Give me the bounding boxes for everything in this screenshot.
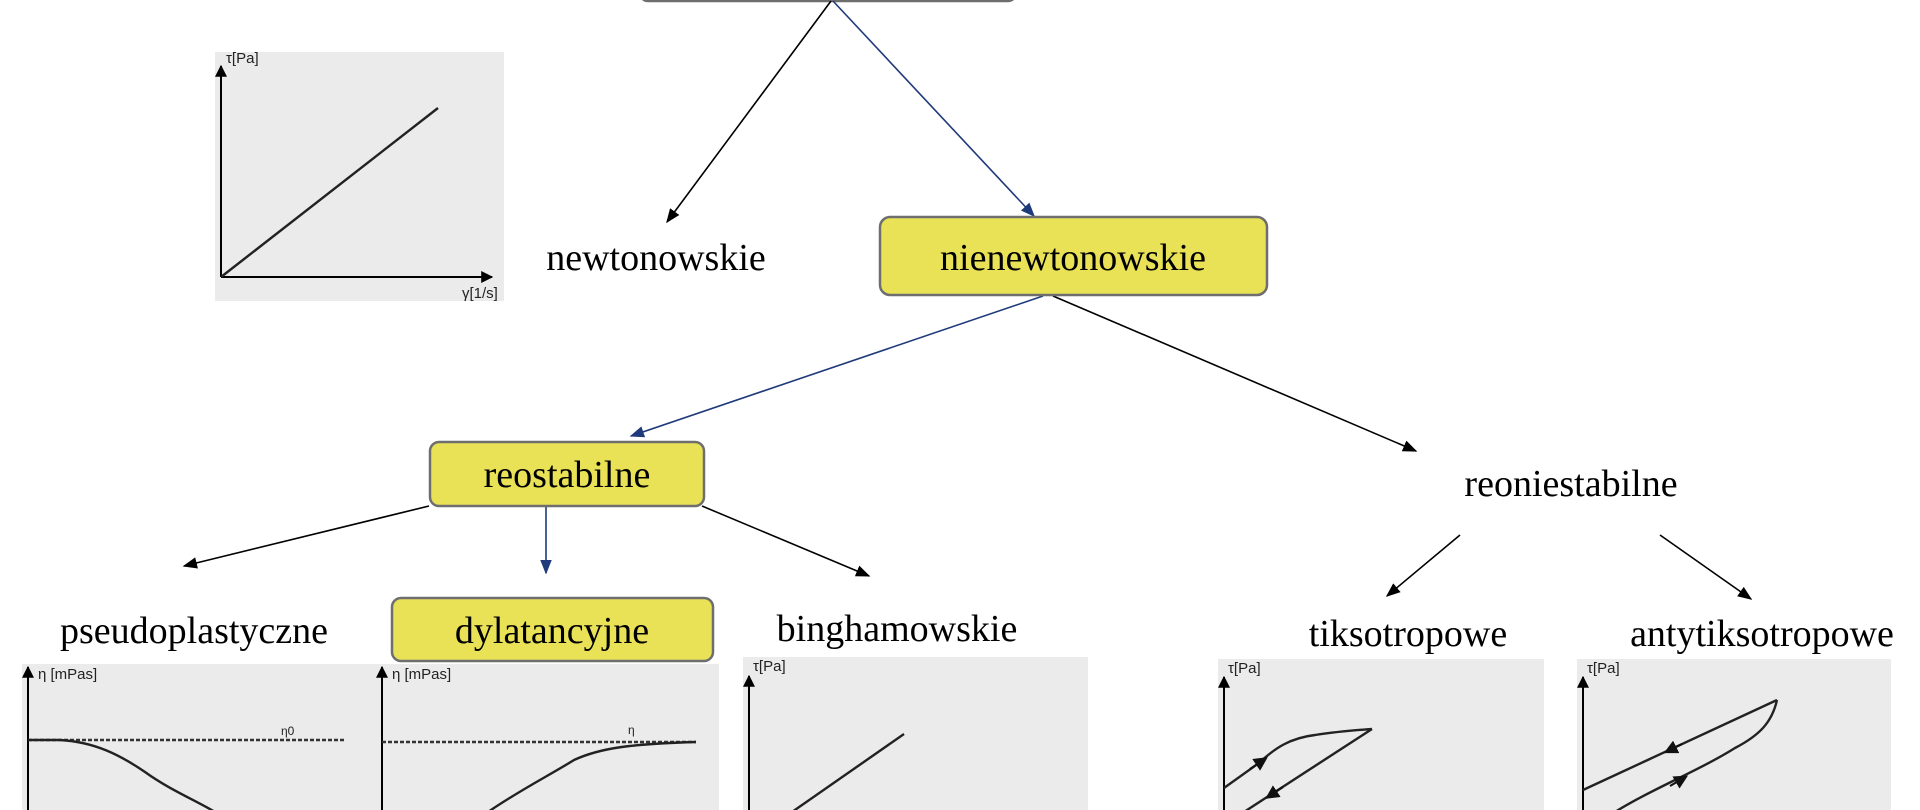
y-axis-label: τ[Pa] (1587, 660, 1620, 677)
edge-root-to-newtonian (666, 0, 832, 224)
chart-background (373, 664, 719, 810)
node-newtonian: newtonowskie (546, 237, 766, 279)
root-node-box (641, 0, 1015, 3)
flow-curve (792, 733, 905, 810)
chart-thixotropic: τ[Pa] (1218, 659, 1544, 810)
node-rheostable: reostabilne (484, 454, 651, 496)
node-antithixotropic: antytiksotropowe (1630, 613, 1894, 655)
viscosity-curve (28, 738, 214, 810)
chart-dilatant: η [mPas] η (373, 664, 719, 810)
up-curve (1223, 727, 1373, 789)
y-axis-label: η [mPas] (38, 666, 97, 683)
edge-rheostable-to-bingham (701, 505, 871, 577)
chart-background (22, 664, 373, 810)
chart-pseudoplastic: η [mPas] η0 (22, 664, 373, 810)
reference-label: η0 (281, 724, 295, 738)
node-bingham: binghamowskie (777, 608, 1018, 650)
up-arrow-icon (1249, 757, 1268, 771)
chart-background (215, 52, 504, 301)
node-pseudoplastic: pseudoplastyczne (60, 610, 328, 652)
node-non-newtonian: nienewtonowskie (940, 237, 1206, 279)
viscosity-curve (488, 740, 697, 810)
chart-antithixotropic: τ[Pa] (1577, 659, 1891, 810)
edge-rheostable-to-pseudoplastic (182, 505, 430, 569)
edge-rheounstable-to-thixotropic (1385, 534, 1461, 597)
chart-background (1218, 659, 1544, 810)
edge-non-newtonian-to-rheounstable (1052, 295, 1418, 452)
y-axis-label: τ[Pa] (753, 658, 786, 675)
y-axis-label: τ[Pa] (1228, 660, 1261, 677)
edge-root-to-non-newtonian (832, 0, 1035, 218)
node-thixotropic: tiksotropowe (1309, 613, 1507, 655)
y-axis-label: τ[Pa] (226, 50, 259, 67)
chart-background (1577, 659, 1891, 810)
y-axis-label: η [mPas] (392, 666, 451, 683)
up-curve (1615, 699, 1779, 810)
node-dilatant: dylatancyjne (455, 610, 649, 652)
node-rheounstable: reoniestabilne (1464, 463, 1677, 505)
edge-rheounstable-to-antithixotropic (1659, 534, 1753, 600)
up-arrow-icon (1669, 775, 1689, 789)
chart-background (743, 657, 1088, 810)
flow-curve (220, 107, 439, 278)
edge-non-newtonian-to-rheostable (629, 295, 1044, 438)
node-rheostable-box (428, 440, 706, 508)
x-axis-label: γ[1/s] (462, 285, 498, 302)
down-arrow-icon (1265, 785, 1284, 799)
down-arrow-icon (1663, 740, 1683, 754)
reference-label: η (628, 723, 635, 737)
chart-newtonian: τ[Pa] γ[1/s] (215, 50, 504, 302)
chart-bingham: τ[Pa] (743, 657, 1088, 810)
node-dilatant-box (390, 596, 715, 663)
node-non-newtonian-box (878, 215, 1269, 297)
